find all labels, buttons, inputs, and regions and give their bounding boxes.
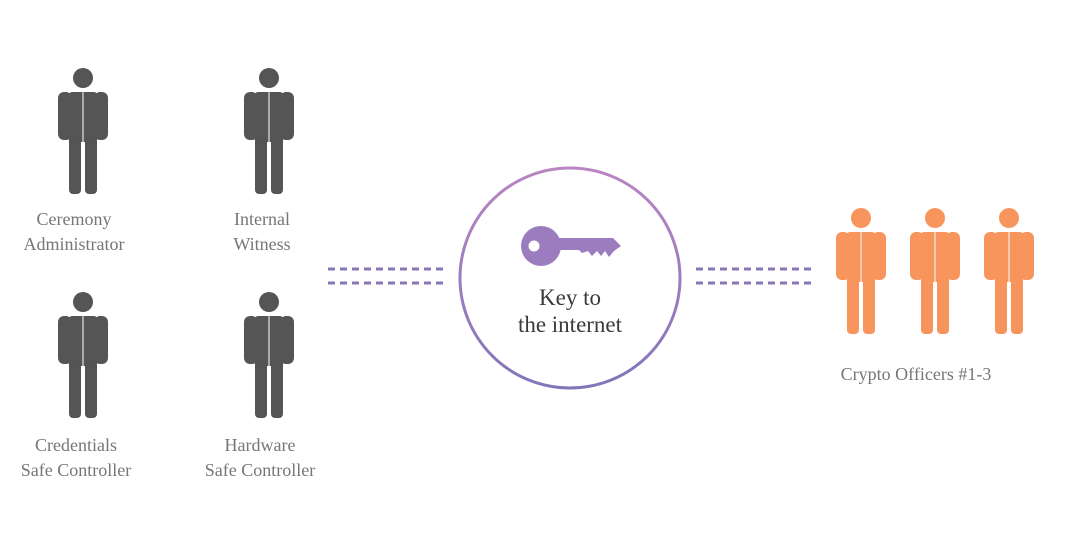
center-label-line1: Key to [539,285,601,310]
ceremony-administrator-label-line2: Administrator [23,234,125,254]
internal-witness-person-icon [244,68,294,194]
credentials-safe-controller-label-line1: Credentials [35,435,117,455]
credentials-safe-controller-label: Credentials Safe Controller [21,433,131,483]
crypto-officer-2-person-icon [910,208,960,334]
crypto-officers-label-text: Crypto Officers #1-3 [840,364,992,384]
center-label-line2: the internet [517,312,623,337]
ceremony-administrator-label-line1: Ceremony [36,209,112,229]
hardware-safe-controller-label-line2: Safe Controller [204,460,316,480]
key-circle [458,166,682,390]
internal-witness-label-line2: Witness [233,234,291,254]
key-icon [521,223,621,274]
crypto-officer-1-person-icon [836,208,886,334]
internal-witness-label: Internal Witness [233,207,290,257]
left-connector-dashes [328,266,446,291]
right-connector-dashes [696,266,814,291]
hardware-safe-controller-person-icon [244,292,294,418]
credentials-safe-controller-label-line2: Safe Controller [20,460,132,480]
ceremony-administrator-label: Ceremony Administrator [24,207,125,257]
crypto-officer-3-person-icon [984,208,1034,334]
center-label: Key to the internet [458,284,682,338]
ceremony-administrator-person-icon [58,68,108,194]
internal-witness-label-line1: Internal [234,209,290,229]
credentials-safe-controller-person-icon [58,292,108,418]
hardware-safe-controller-label-line1: Hardware [224,435,296,455]
hardware-safe-controller-label: Hardware Safe Controller [205,433,315,483]
crypto-officers-label: Crypto Officers #1-3 [841,362,992,387]
